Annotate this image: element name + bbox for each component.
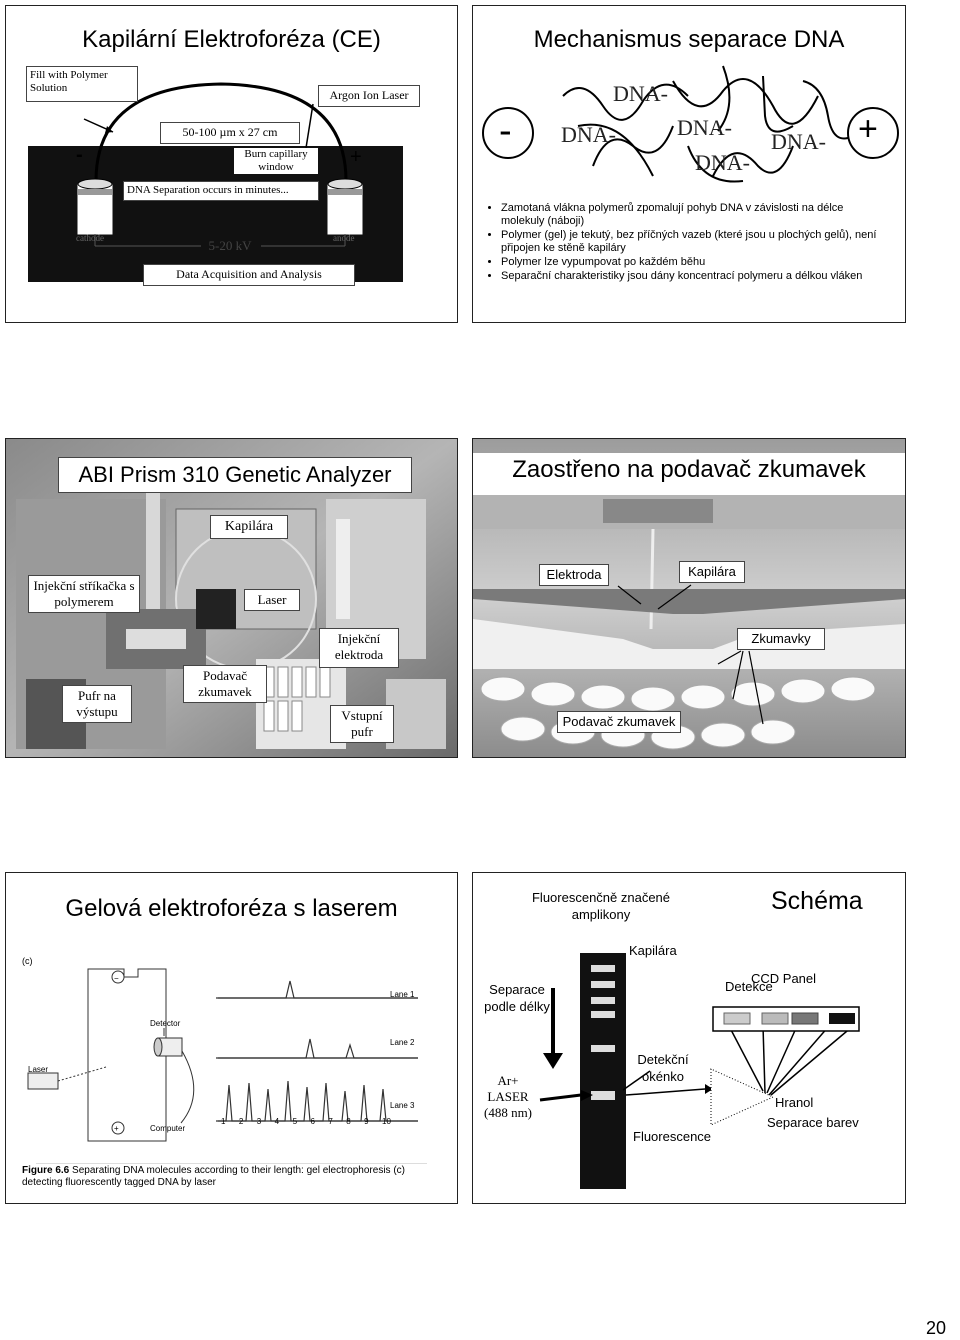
lane-number: 10	[382, 1117, 391, 1126]
page-number: 20	[926, 1318, 947, 1338]
capillary-label: Kapilára	[679, 561, 745, 583]
caption-label: Figure 6.6	[22, 1165, 70, 1176]
slide-title: Kapilární Elektroforéza (CE)	[82, 26, 381, 53]
laser-label: Argon Ion Laser	[318, 85, 420, 107]
slide-dna-separation-mechanism: Mechanismus separace DNA - + DNA- DNA- D…	[472, 5, 906, 323]
input-buffer-label: Vstupní pufr	[330, 705, 394, 743]
slide-scheme: Fluorescenčně značené amplikony Schéma	[472, 872, 906, 1204]
svg-text:+: +	[114, 1124, 119, 1133]
lane-numbers: 1 2 3 4 5 6 7 8 9 10	[221, 1117, 391, 1126]
bullet-item: Separační charakteristiky jsou dány konc…	[501, 270, 889, 283]
laser-label: Laser	[244, 589, 300, 611]
autosampler-label: Podavač zkumavek	[183, 665, 267, 703]
anode-vial	[327, 178, 363, 235]
lane-number: 6	[310, 1117, 315, 1126]
bullet-item: Polymer (gel) je tekutý, bez příčných va…	[501, 229, 889, 255]
capillary-size-label: 50-100 µm x 27 cm	[160, 122, 300, 144]
slide-title: Schéma	[771, 887, 863, 915]
dna-label: DNA-	[561, 122, 616, 147]
output-buffer-label: Pufr na výstupu	[62, 685, 132, 723]
slide-title: Zaostřeno na podavač zkumavek	[473, 453, 905, 495]
fluorescence-label: Fluorescence	[633, 1129, 712, 1144]
minus-pole: -	[499, 110, 512, 152]
slide-title: ABI Prism 310 Genetic Analyzer	[58, 457, 412, 493]
gel-laser-figure: − +	[27, 968, 427, 1164]
lane-label: Lane 2	[390, 1038, 415, 1047]
lane-number: 9	[364, 1117, 369, 1126]
syringe-label: Injekční stříkačka s polymerem	[28, 575, 140, 613]
acquisition-label: Data Acquisition and Analysis	[143, 264, 355, 286]
lane-number: 8	[346, 1117, 351, 1126]
electrode-label: Elektroda	[539, 564, 609, 586]
plus-pole: +	[858, 110, 878, 148]
computer-label: Computer	[150, 1124, 186, 1133]
lane-number: 1	[221, 1117, 226, 1126]
burn-window-label: Burn capillary window	[234, 148, 318, 174]
polymer-mesh-illustration	[482, 65, 899, 183]
svg-text:−: −	[114, 974, 119, 983]
lane-label: Lane 3	[390, 1101, 415, 1110]
minus-sign: -	[76, 144, 83, 166]
lane-label: Lane 1	[390, 990, 415, 999]
plus-sign: +	[350, 146, 362, 168]
autosampler-label: Podavač zkumavek	[557, 711, 681, 733]
injection-electrode-label: Injekční elektroda	[319, 628, 399, 668]
ccd-panel-label: CCD Panel	[751, 971, 817, 986]
detection-label: Detekce	[725, 979, 773, 994]
capillary-label: Kapilára	[629, 943, 677, 958]
laser-label: Laser	[28, 1065, 49, 1074]
prism	[710, 1068, 775, 1126]
slide-autosampler-focus: Zaostřeno na podavač zkumavek Elektroda …	[472, 438, 906, 758]
detector-label: Detector	[150, 1019, 181, 1028]
dna-label: DNA-	[613, 81, 668, 106]
tubes-label: Zkumavky	[737, 628, 825, 650]
bullet-list: Zamotaná vlákna polymerů zpomalují pohyb…	[487, 202, 889, 284]
panel-label: (c)	[22, 956, 33, 966]
bullet-item: Zamotaná vlákna polymerů zpomalují pohyb…	[501, 202, 889, 228]
capillary-column	[580, 953, 626, 1189]
lane-number: 3	[256, 1117, 262, 1126]
color-separation-label: Separace barev	[767, 1115, 859, 1130]
voltage-label: 5-20 kV	[208, 238, 252, 253]
fill-polymer-label: Fill with Polymer Solution	[26, 66, 138, 102]
cathode-vial	[77, 178, 113, 235]
slide-title: Gelová elektroforéza s laserem	[65, 895, 398, 922]
lane-number: 4	[274, 1117, 280, 1126]
anode-label: anode	[333, 233, 355, 243]
slide-abi-prism: ABI Prism 310 Genetic Analyzer Kapilára …	[5, 438, 458, 758]
separation-label: DNA Separation occurs in minutes...	[123, 181, 319, 201]
figure-caption: Figure 6.6 Separating DNA molecules acco…	[22, 1165, 432, 1189]
slide-title: Mechanismus separace DNA	[533, 26, 845, 53]
lane-number: 5	[292, 1117, 298, 1126]
ce-diagram	[28, 82, 403, 282]
lane-number: 7	[328, 1117, 333, 1126]
slide-gel-electrophoresis-laser: Gelová elektroforéza s laserem (c) − + D…	[5, 872, 458, 1204]
lane-number: 2	[238, 1117, 244, 1126]
length-separation-label: Separace podle délky	[484, 982, 550, 1014]
dna-label: DNA-	[677, 115, 732, 140]
dna-label: DNA-	[695, 150, 750, 175]
bullet-item: Polymer lze vypumpovat po každém běhu	[501, 256, 889, 269]
prism-label: Hranol	[775, 1095, 814, 1110]
scheme-diagram	[539, 953, 860, 1189]
detection-window-label: Detekční okénko	[637, 1052, 689, 1084]
cathode-label: cathode	[76, 233, 104, 243]
kapilara-label: Kapilára	[210, 515, 288, 539]
slide-capillary-electrophoresis: Kapilární Elektroforéza (CE) Fill with P…	[5, 5, 458, 323]
laser-label: Ar+ LASER (488 nm)	[483, 1073, 533, 1120]
fluorescent-amplicons-label: Fluorescenčně značené amplikony	[531, 890, 671, 922]
dna-label: DNA-	[771, 129, 826, 154]
caption-text: Separating DNA molecules according to th…	[22, 1165, 405, 1188]
